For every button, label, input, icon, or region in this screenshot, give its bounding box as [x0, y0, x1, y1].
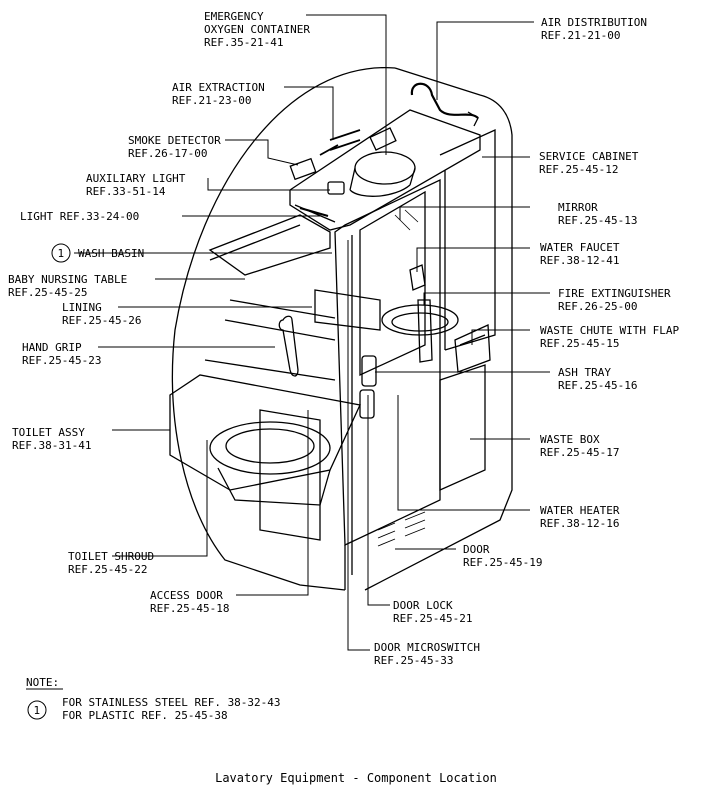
wash-basin-note-marker: 1	[51, 243, 71, 263]
label-mirror-ref: REF.25-45-13	[558, 214, 637, 227]
label-baby-nursing: BABY NURSING TABLE	[8, 273, 127, 286]
label-toilet-shroud-ref: REF.25-45-22	[68, 563, 147, 576]
label-light: LIGHT REF.33-24-00	[20, 210, 139, 223]
label-auxiliary-light: AUXILIARY LIGHT	[86, 172, 186, 185]
label-door-lock-ref: REF.25-45-21	[393, 612, 472, 625]
label-air-distribution-ref: REF.21-21-00	[541, 29, 620, 42]
label-waste-chute: WASTE CHUTE WITH FLAP	[540, 324, 679, 337]
label-hand-grip-ref: REF.25-45-23	[22, 354, 101, 367]
label-access-door-ref: REF.25-45-18	[150, 602, 229, 615]
note-line-2: FOR PLASTIC REF. 25-45-38	[62, 709, 228, 722]
lavatory-drawing	[169, 67, 513, 591]
label-air-distribution: AIR DISTRIBUTION	[541, 16, 647, 29]
label-smoke-detector-ref: REF.26-17-00	[128, 147, 207, 160]
label-ash-tray-ref: REF.25-45-16	[558, 379, 637, 392]
label-air-extraction-ref: REF.21-23-00	[172, 94, 251, 107]
label-water-faucet: WATER FAUCET	[540, 241, 620, 254]
label-emergency-oxygen-ref: REF.35-21-41	[204, 36, 283, 49]
label-door: DOOR	[463, 543, 490, 556]
label-emergency-oxygen-2: OXYGEN CONTAINER	[204, 23, 310, 36]
note-marker: 1	[34, 704, 41, 717]
label-smoke-detector: SMOKE DETECTOR	[128, 134, 221, 147]
label-toilet-assy: TOILET ASSY	[12, 426, 85, 439]
wash-basin-note-number: 1	[58, 247, 65, 260]
label-air-extraction: AIR EXTRACTION	[172, 81, 265, 94]
label-door-microswitch-ref: REF.25-45-33	[374, 654, 453, 667]
label-waste-box: WASTE BOX	[540, 433, 600, 446]
label-water-heater-ref: REF.38-12-16	[540, 517, 619, 530]
label-waste-chute-ref: REF.25-45-15	[540, 337, 619, 350]
label-door-lock: DOOR LOCK	[393, 599, 453, 612]
label-water-faucet-ref: REF.38-12-41	[540, 254, 619, 267]
label-lining: LINING	[62, 301, 102, 314]
label-emergency-oxygen-1: EMERGENCY	[204, 10, 264, 23]
label-toilet-assy-ref: REF.38-31-41	[12, 439, 91, 452]
label-auxiliary-light-ref: REF.33-51-14	[86, 185, 166, 198]
label-service-cabinet-ref: REF.25-45-12	[539, 163, 618, 176]
label-lining-ref: REF.25-45-26	[62, 314, 141, 327]
label-waste-box-ref: REF.25-45-17	[540, 446, 619, 459]
label-baby-nursing-ref: REF.25-45-25	[8, 286, 87, 299]
label-access-door: ACCESS DOOR	[150, 589, 223, 602]
label-door-ref: REF.25-45-19	[463, 556, 542, 569]
label-water-heater: WATER HEATER	[540, 504, 620, 517]
label-wash-basin: WASH BASIN	[78, 247, 144, 260]
label-fire-extinguisher: FIRE EXTINGUISHER	[558, 287, 671, 300]
label-door-microswitch: DOOR MICROSWITCH	[374, 641, 480, 654]
label-ash-tray: ASH TRAY	[558, 366, 611, 379]
label-fire-extinguisher-ref: REF.26-25-00	[558, 300, 637, 313]
label-toilet-shroud: TOILET SHROUD	[68, 550, 154, 563]
note-block: NOTE: 1 FOR STAINLESS STEEL REF. 38-32-4…	[26, 676, 281, 722]
label-mirror: MIRROR	[558, 201, 598, 214]
label-service-cabinet: SERVICE CABINET	[539, 150, 639, 163]
note-heading: NOTE:	[26, 676, 59, 689]
figure-caption: Lavatory Equipment - Component Location	[215, 771, 497, 785]
note-line-1: FOR STAINLESS STEEL REF. 38-32-43	[62, 696, 281, 709]
leader-lines	[74, 14, 550, 651]
label-hand-grip: HAND GRIP	[22, 341, 82, 354]
